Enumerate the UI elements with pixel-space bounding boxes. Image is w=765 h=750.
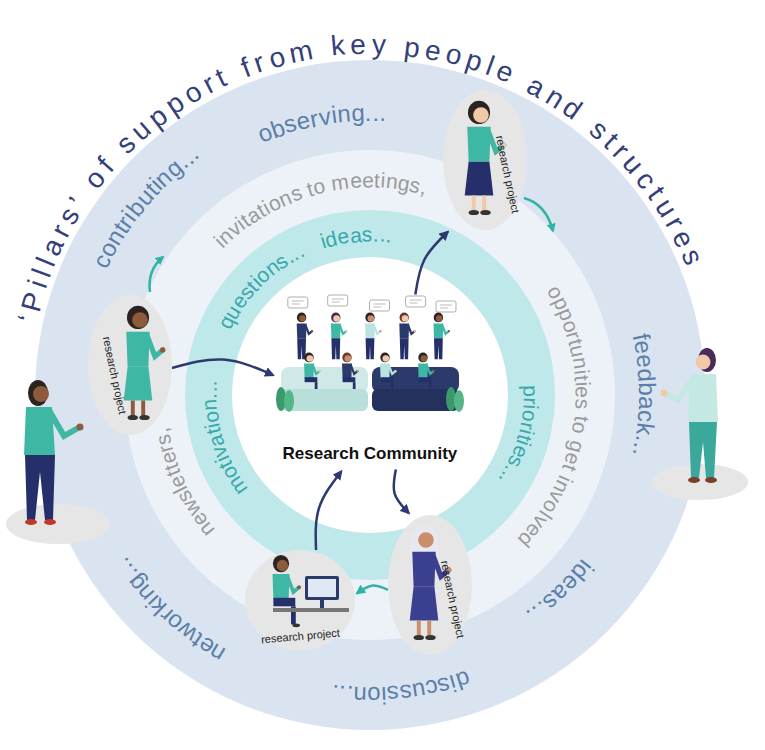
outer-band [35, 60, 705, 730]
arc-letter: k [330, 32, 346, 61]
community-illustration [275, 295, 465, 470]
arc-letter: p [463, 45, 486, 76]
arc-letter [316, 34, 328, 63]
arc-letter [390, 32, 400, 60]
arc-letter: . [345, 682, 353, 706]
arc-letter: . [372, 101, 379, 125]
project-outline [88, 295, 172, 435]
arc-letter: r [250, 48, 268, 78]
person-figure [331, 312, 347, 359]
person-figure [342, 352, 359, 394]
arc-letter: s [362, 223, 373, 244]
arc-letter: p [520, 385, 541, 397]
connector-arrow [394, 470, 409, 514]
arc-letter: ‘ [14, 313, 43, 325]
arc-letter: y [371, 31, 386, 59]
arc-letter: . [198, 393, 219, 399]
person-figure [399, 312, 415, 359]
outward-arrow [150, 257, 163, 292]
person-figure [380, 352, 397, 394]
centre-disc [232, 257, 508, 533]
arc-letter: P [17, 289, 49, 314]
person-figure [434, 312, 450, 359]
research-project-node: research project [443, 90, 527, 230]
arc-letter: i [24, 277, 53, 292]
connector-arrow [316, 471, 342, 550]
arc-letter: a [349, 224, 363, 246]
arc-letter: i [572, 381, 593, 387]
arc-letter: t [374, 170, 381, 191]
outward-arrow [524, 198, 553, 231]
arc-letter: . [373, 224, 380, 245]
arc-letter: o [265, 42, 287, 73]
standing-figure-right [652, 348, 748, 500]
arc-letter: b [635, 382, 659, 396]
arc-letter: . [199, 379, 220, 386]
arc-letter: g [350, 101, 364, 126]
arc-letter: m [287, 36, 315, 68]
arc-letter: p [403, 33, 422, 63]
inner-teal-ring [185, 210, 555, 580]
research-project-node: research project [88, 295, 172, 435]
arc-letter: o [367, 683, 381, 707]
research-project-node: research project [245, 550, 355, 650]
arc-letter: e [349, 170, 362, 192]
middle-band [125, 150, 615, 640]
arc-letter: e [350, 31, 367, 60]
connector-arrow [357, 586, 388, 594]
arc-letter: n [198, 398, 220, 411]
arc-letter: s [572, 398, 593, 409]
arc-letter: e [362, 169, 374, 190]
arc-letter: e [423, 36, 443, 66]
arc-letter: a [635, 396, 659, 410]
standing-figure-left [6, 380, 110, 544]
arc-letter: e [572, 386, 593, 398]
arc-letter: m [330, 170, 350, 193]
arc-letter: r [520, 397, 541, 405]
arc-letter: d [634, 368, 659, 383]
arc-letter: . [198, 386, 219, 393]
person-figure [297, 312, 313, 359]
arc-letter: . [379, 101, 387, 125]
arc-letter: n [353, 683, 367, 707]
arc-letter: o [443, 40, 465, 71]
person-figure [418, 352, 434, 394]
research-project-node: research project [388, 515, 472, 655]
arc-letter: n [336, 102, 352, 127]
person-figure [304, 352, 320, 394]
arc-letter: c [634, 409, 659, 423]
arc-letter: s [676, 245, 707, 269]
hub-label: Research Community [283, 444, 458, 464]
arc-letter: s [386, 682, 400, 707]
arc-letter: . [365, 101, 372, 125]
connector-arrow [415, 232, 447, 295]
person-figure [124, 306, 166, 420]
person-figure [365, 312, 382, 359]
community-hub: Research Community [275, 295, 465, 470]
person-figure [273, 555, 301, 627]
connector-arrow [172, 359, 273, 375]
arc-letter: e [493, 56, 518, 88]
